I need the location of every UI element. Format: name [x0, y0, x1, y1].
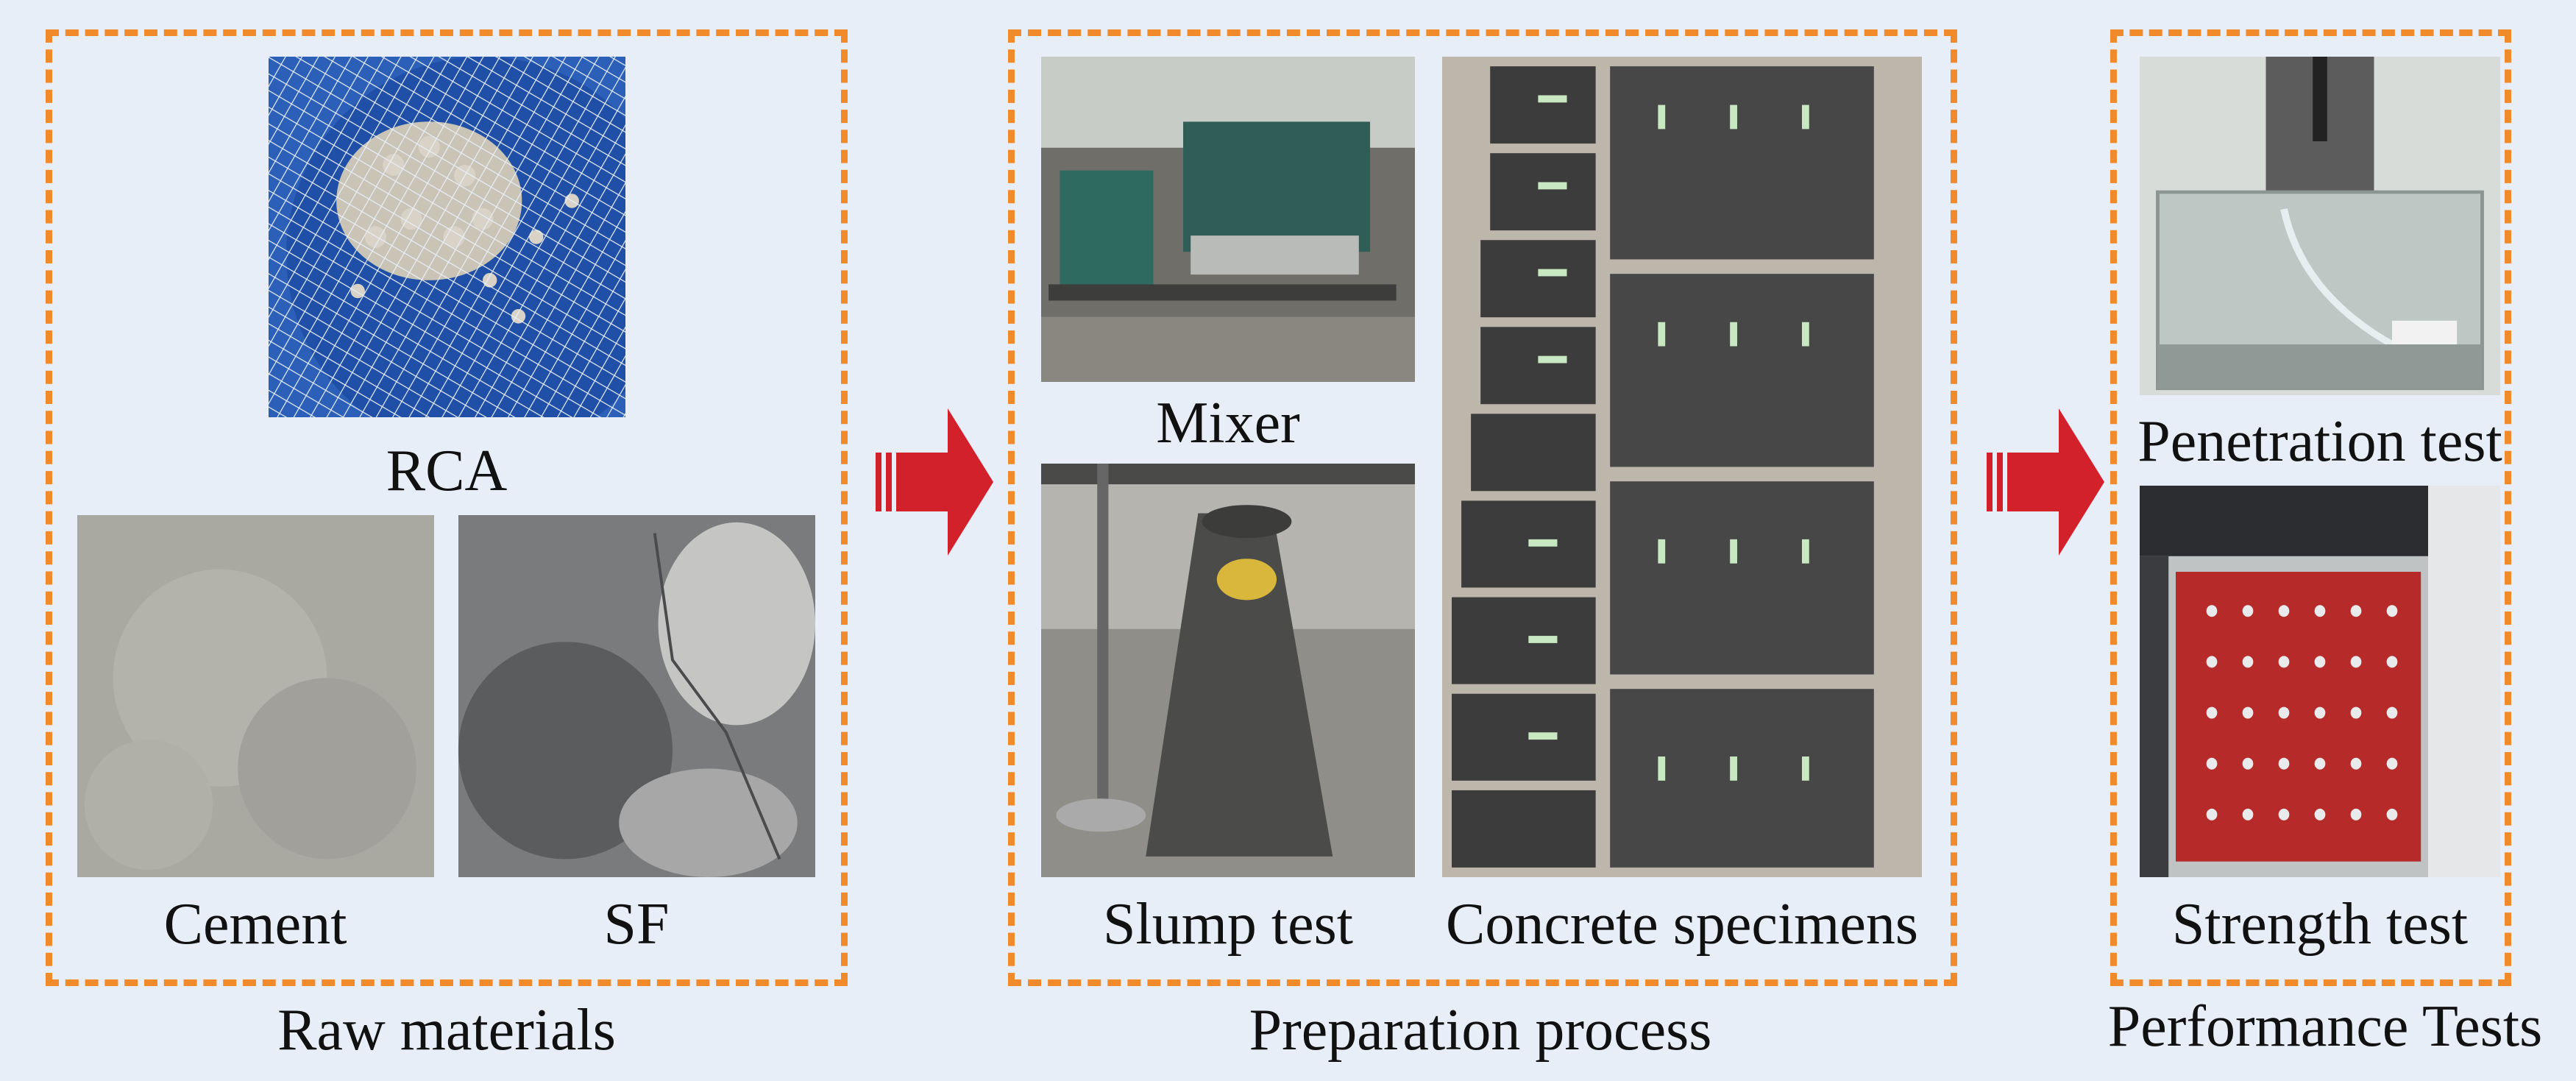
mixer-label: Mixer — [1156, 391, 1300, 456]
strength-test-label: Strength test — [2171, 892, 2469, 957]
slump-test-photo — [1041, 464, 1415, 877]
arrow-2 — [1987, 408, 2104, 556]
sf-label: SF — [603, 892, 670, 957]
performance-tests-title: Performance Tests — [2107, 994, 2543, 1059]
cement-photo — [77, 515, 434, 877]
mixer-photo — [1041, 57, 1415, 382]
penetration-test-label: Penetration test — [2137, 409, 2502, 474]
cement-label: Cement — [163, 892, 347, 957]
strength-test-photo — [2140, 486, 2500, 877]
slump-test-label: Slump test — [1102, 892, 1354, 957]
penetration-test-photo — [2140, 57, 2500, 395]
concrete-specimens-label: Concrete specimens — [1446, 892, 1918, 957]
concrete-specimens-photo — [1442, 57, 1922, 877]
rca-label: RCA — [386, 439, 508, 503]
preparation-box — [1008, 29, 1957, 986]
arrow-1 — [876, 408, 993, 556]
preparation-process-title: Preparation process — [1249, 998, 1712, 1063]
sf-photo — [458, 515, 815, 877]
raw-materials-box — [46, 29, 848, 986]
raw-materials-title: Raw materials — [277, 998, 616, 1063]
performance-tests-box — [2110, 29, 2511, 986]
rca-photo — [269, 57, 625, 417]
